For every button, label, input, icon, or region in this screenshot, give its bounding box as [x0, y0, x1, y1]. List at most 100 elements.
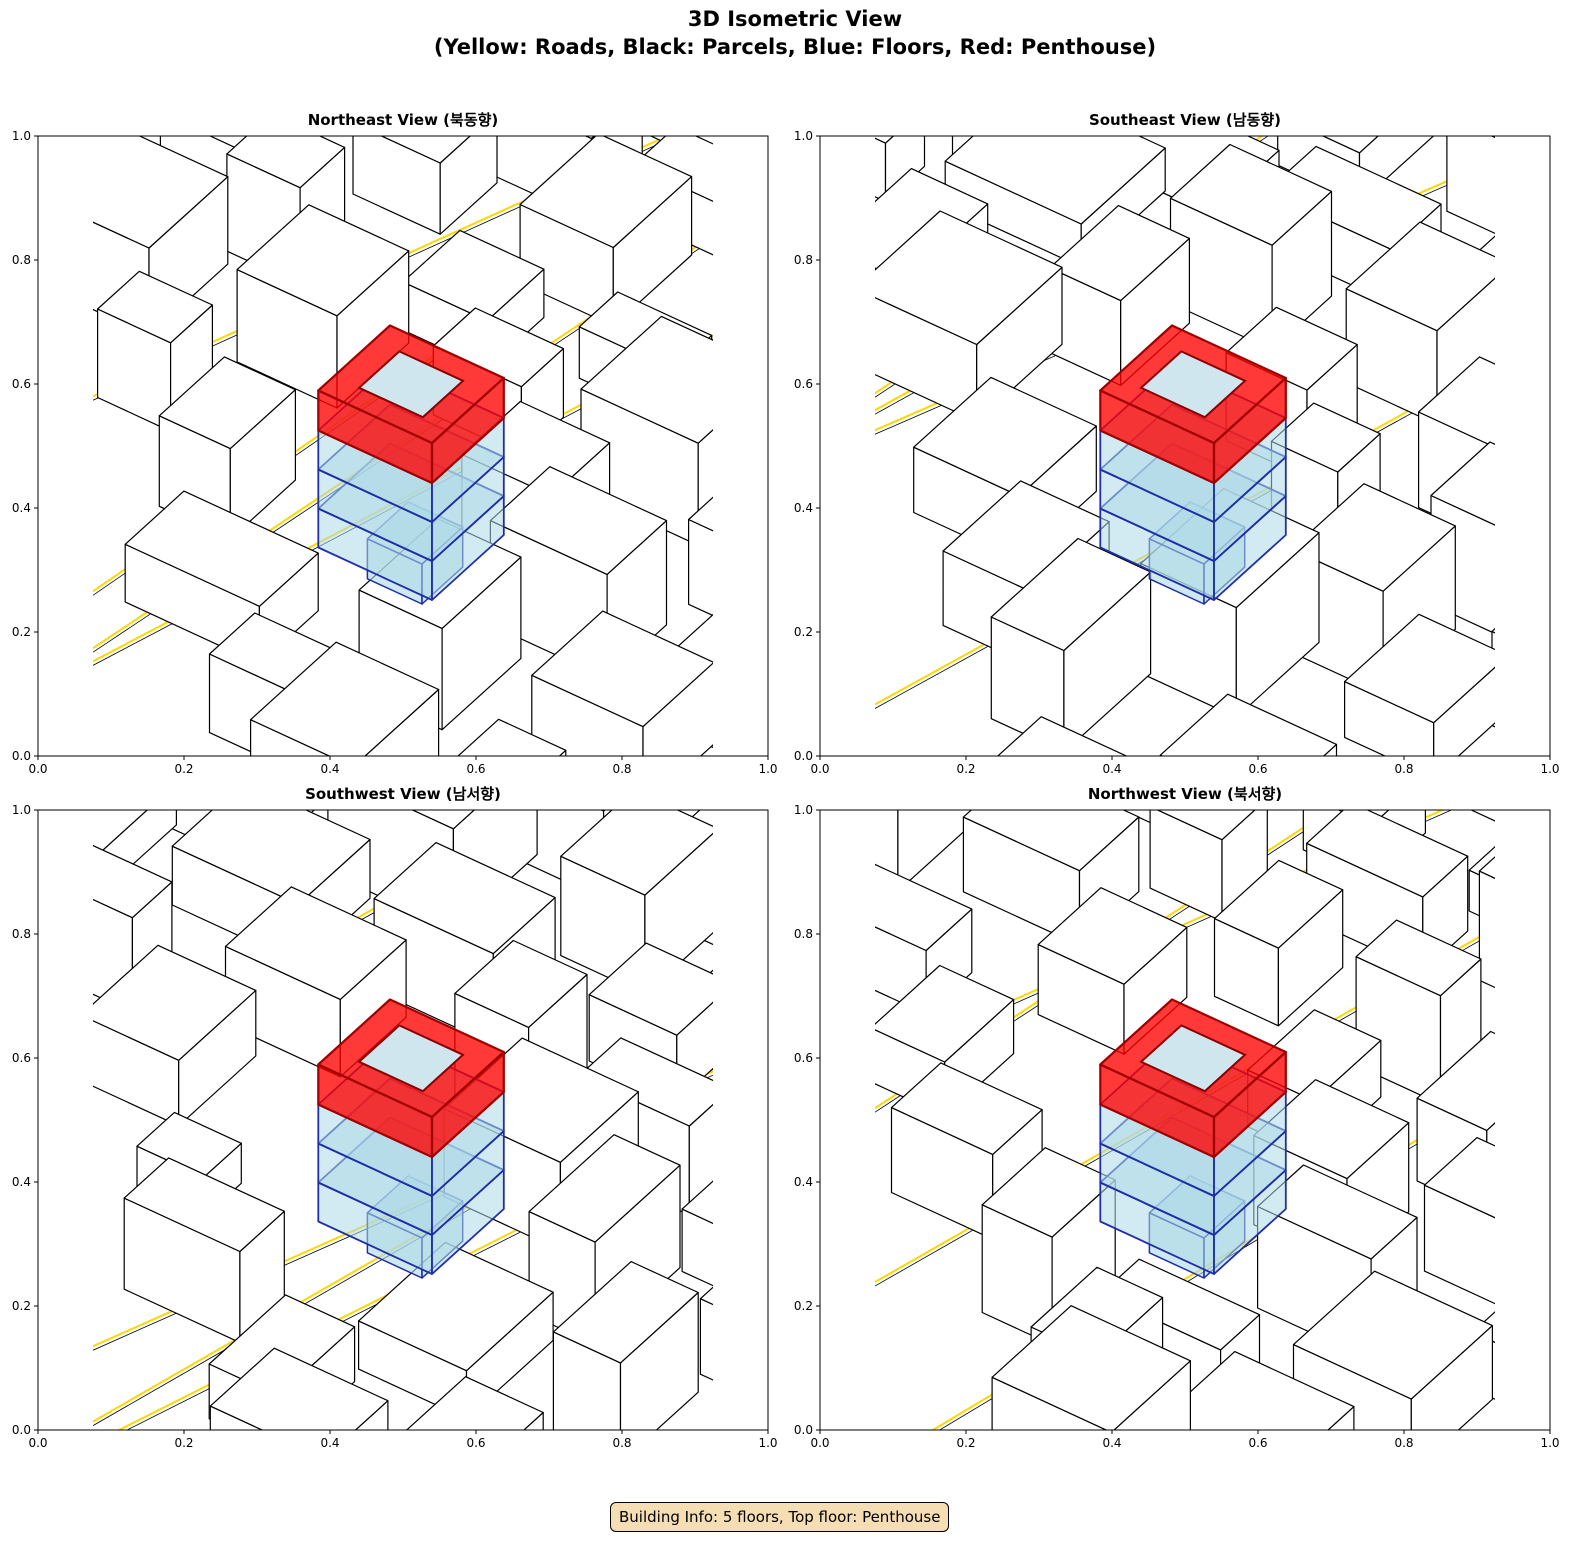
panel-title: Northwest View (북서향)	[1087, 785, 1283, 803]
x-tick-label: 0.6	[1248, 762, 1267, 776]
penthouse-courtyard	[1139, 1024, 1247, 1093]
parcel-building-right-face	[1560, 605, 1590, 757]
parcel-building-top-face	[875, 863, 973, 952]
y-tick-label: 0.6	[12, 1051, 31, 1065]
parcel-building-top-face	[405, 1376, 544, 1430]
y-tick-label: 0.6	[12, 377, 31, 391]
x-tick-label: 1.0	[758, 762, 777, 776]
y-tick-label: 0.2	[794, 1299, 813, 1313]
x-tick-label: 0.6	[1248, 1436, 1267, 1450]
y-tick-label: 1.0	[794, 803, 813, 817]
parcel-building-top-face	[1156, 1350, 1355, 1430]
parcel-building-top-face	[1169, 143, 1333, 246]
parcel-building-top-face	[454, 939, 588, 1028]
parcel-building-top-face	[1478, 856, 1495, 879]
parcel-building-top-face	[588, 942, 713, 1036]
x-tick-label: 0.4	[320, 762, 339, 776]
parcel-building-top-face	[209, 1347, 389, 1430]
x-tick-label: 0.0	[28, 762, 47, 776]
parcel-building-left-face	[687, 518, 713, 617]
penthouse-courtyard	[357, 1024, 465, 1093]
parcel-building-right-face	[1540, 492, 1590, 654]
penthouse-courtyard	[1139, 350, 1247, 419]
parcel-building-top-face	[208, 1294, 356, 1397]
panel-title: Northeast View (북동향)	[307, 111, 499, 129]
y-tick-label: 0.0	[794, 1423, 813, 1437]
y-tick-label: 1.0	[794, 129, 813, 143]
x-tick-label: 0.8	[1394, 1436, 1413, 1450]
parcel-building-top-face	[681, 1180, 713, 1225]
parcel-building-left-face	[1446, 136, 1495, 235]
parcel-building-top-face	[552, 1261, 699, 1364]
parcel-building-top-face	[531, 610, 713, 728]
parcel-building-top-face	[1037, 887, 1188, 985]
x-tick-label: 0.0	[28, 1436, 47, 1450]
parcel-building-top-face	[1417, 356, 1495, 448]
x-tick-label: 1.0	[1540, 762, 1559, 776]
y-tick-label: 0.8	[794, 927, 813, 941]
parcel-building-left-face	[1533, 1112, 1590, 1272]
y-tick-label: 0.2	[12, 1299, 31, 1313]
parcel-building-top-face	[580, 315, 713, 444]
parcel-building-right-face	[1486, 1122, 1495, 1214]
parcel-building-top-face	[236, 204, 410, 317]
parcel-building-top-face	[373, 841, 556, 955]
x-tick-label: 0.2	[174, 1436, 193, 1450]
parcel-building-top-face	[699, 1286, 713, 1306]
parcel-building-right-face	[1545, 1193, 1590, 1327]
x-tick-label: 1.0	[758, 1436, 777, 1450]
parcel-building-right-face	[439, 136, 498, 235]
axes-frame	[37, 135, 769, 757]
panel-title: Southeast View (남동향)	[1088, 111, 1282, 129]
figure-title: 3D Isometric View (Yellow: Roads, Black:…	[0, 5, 1590, 61]
parcel-building-top-face	[1533, 1076, 1590, 1174]
parcel-building-top-face	[411, 810, 476, 830]
parcel-building-right-face	[1496, 393, 1557, 544]
parcel-building-top-face	[944, 136, 1166, 225]
parcel-building-top-face	[1156, 810, 1256, 841]
x-tick-label: 0.2	[956, 1436, 975, 1450]
parcel-building-top-face	[875, 964, 1015, 1063]
parcel-building-top-face	[250, 641, 440, 756]
parcel-building-top-face	[1343, 613, 1495, 724]
building-info-box: Building Info: 5 floors, Top floor: Pent…	[610, 1502, 950, 1532]
axes-frame	[819, 809, 1551, 1431]
y-tick-label: 0.6	[794, 1051, 813, 1065]
parcel-building-left-face	[1562, 1095, 1590, 1185]
parcel-building-right-face	[1433, 666, 1495, 756]
parcel-building-top-face	[519, 136, 693, 249]
parcel-building-top-face	[560, 810, 713, 896]
title-line-2: (Yellow: Roads, Black: Parcels, Blue: Fl…	[433, 35, 1157, 59]
x-tick-label: 0.2	[956, 762, 975, 776]
parcel-building-top-face	[687, 496, 713, 532]
parcel-building-top-face	[1416, 1030, 1495, 1131]
parcel-building-top-face	[991, 1305, 1191, 1430]
y-tick-label: 0.0	[794, 749, 813, 763]
parcel-building-top-face	[1291, 483, 1456, 592]
y-tick-label: 0.6	[794, 377, 813, 391]
x-tick-label: 0.0	[810, 1436, 829, 1450]
parcel-building-left-face	[1469, 810, 1495, 822]
parcel-building-top-face	[1049, 204, 1190, 302]
x-tick-label: 0.6	[466, 762, 485, 776]
scene	[875, 810, 1590, 1430]
y-tick-label: 0.4	[794, 501, 813, 515]
parcel-building-top-face	[93, 810, 149, 860]
y-tick-label: 1.0	[12, 129, 31, 143]
parcel-building-top-face	[1213, 859, 1344, 949]
parcel-building-top-face	[158, 356, 296, 450]
x-tick-label: 0.4	[1102, 762, 1121, 776]
parcel-building-top-face	[136, 1111, 242, 1178]
parcel-building-top-face	[1491, 627, 1495, 634]
parcel-building-top-face	[1292, 1270, 1494, 1400]
parcel-building-top-face	[1257, 1164, 1418, 1260]
parcel-building-right-face	[1570, 92, 1590, 268]
parcel-building-top-face	[226, 136, 346, 189]
title-line-1: 3D Isometric View	[687, 7, 903, 31]
x-tick-label: 0.6	[466, 1436, 485, 1450]
parcel-building-top-face	[489, 466, 668, 575]
